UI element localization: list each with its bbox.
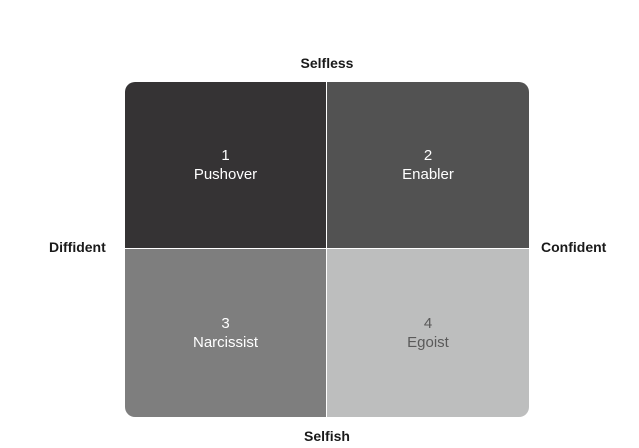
quadrant-3: 3 Narcissist (125, 249, 326, 417)
axis-label-bottom: Selfish (304, 428, 350, 444)
quadrant-1-number: 1 (221, 147, 230, 164)
quadrant-4-number: 4 (423, 315, 433, 332)
quadrant-4: 4 Egoist (327, 249, 529, 417)
quadrant-1-label: Pushover (193, 166, 258, 183)
quadrant-4-label: Egoist (407, 334, 449, 351)
axis-label-left: Diffident (49, 239, 106, 255)
quadrant-1: 1 Pushover (125, 82, 326, 248)
axis-label-top: Selfless (300, 55, 354, 71)
horizontal-divider (125, 248, 529, 249)
vertical-divider (326, 82, 327, 417)
quadrant-2-number: 2 (423, 147, 433, 164)
quadrant-2: 2 Enabler (327, 82, 529, 248)
quadrant-3-label: Narcissist (192, 334, 258, 351)
axis-label-right: Confident (541, 239, 607, 255)
quadrant-3-number: 3 (221, 315, 230, 332)
quadrant-2-label: Enabler (402, 166, 454, 183)
quadrant-matrix: 1 Pushover 2 Enabler 3 Narcissist 4 Egoi… (125, 82, 529, 417)
